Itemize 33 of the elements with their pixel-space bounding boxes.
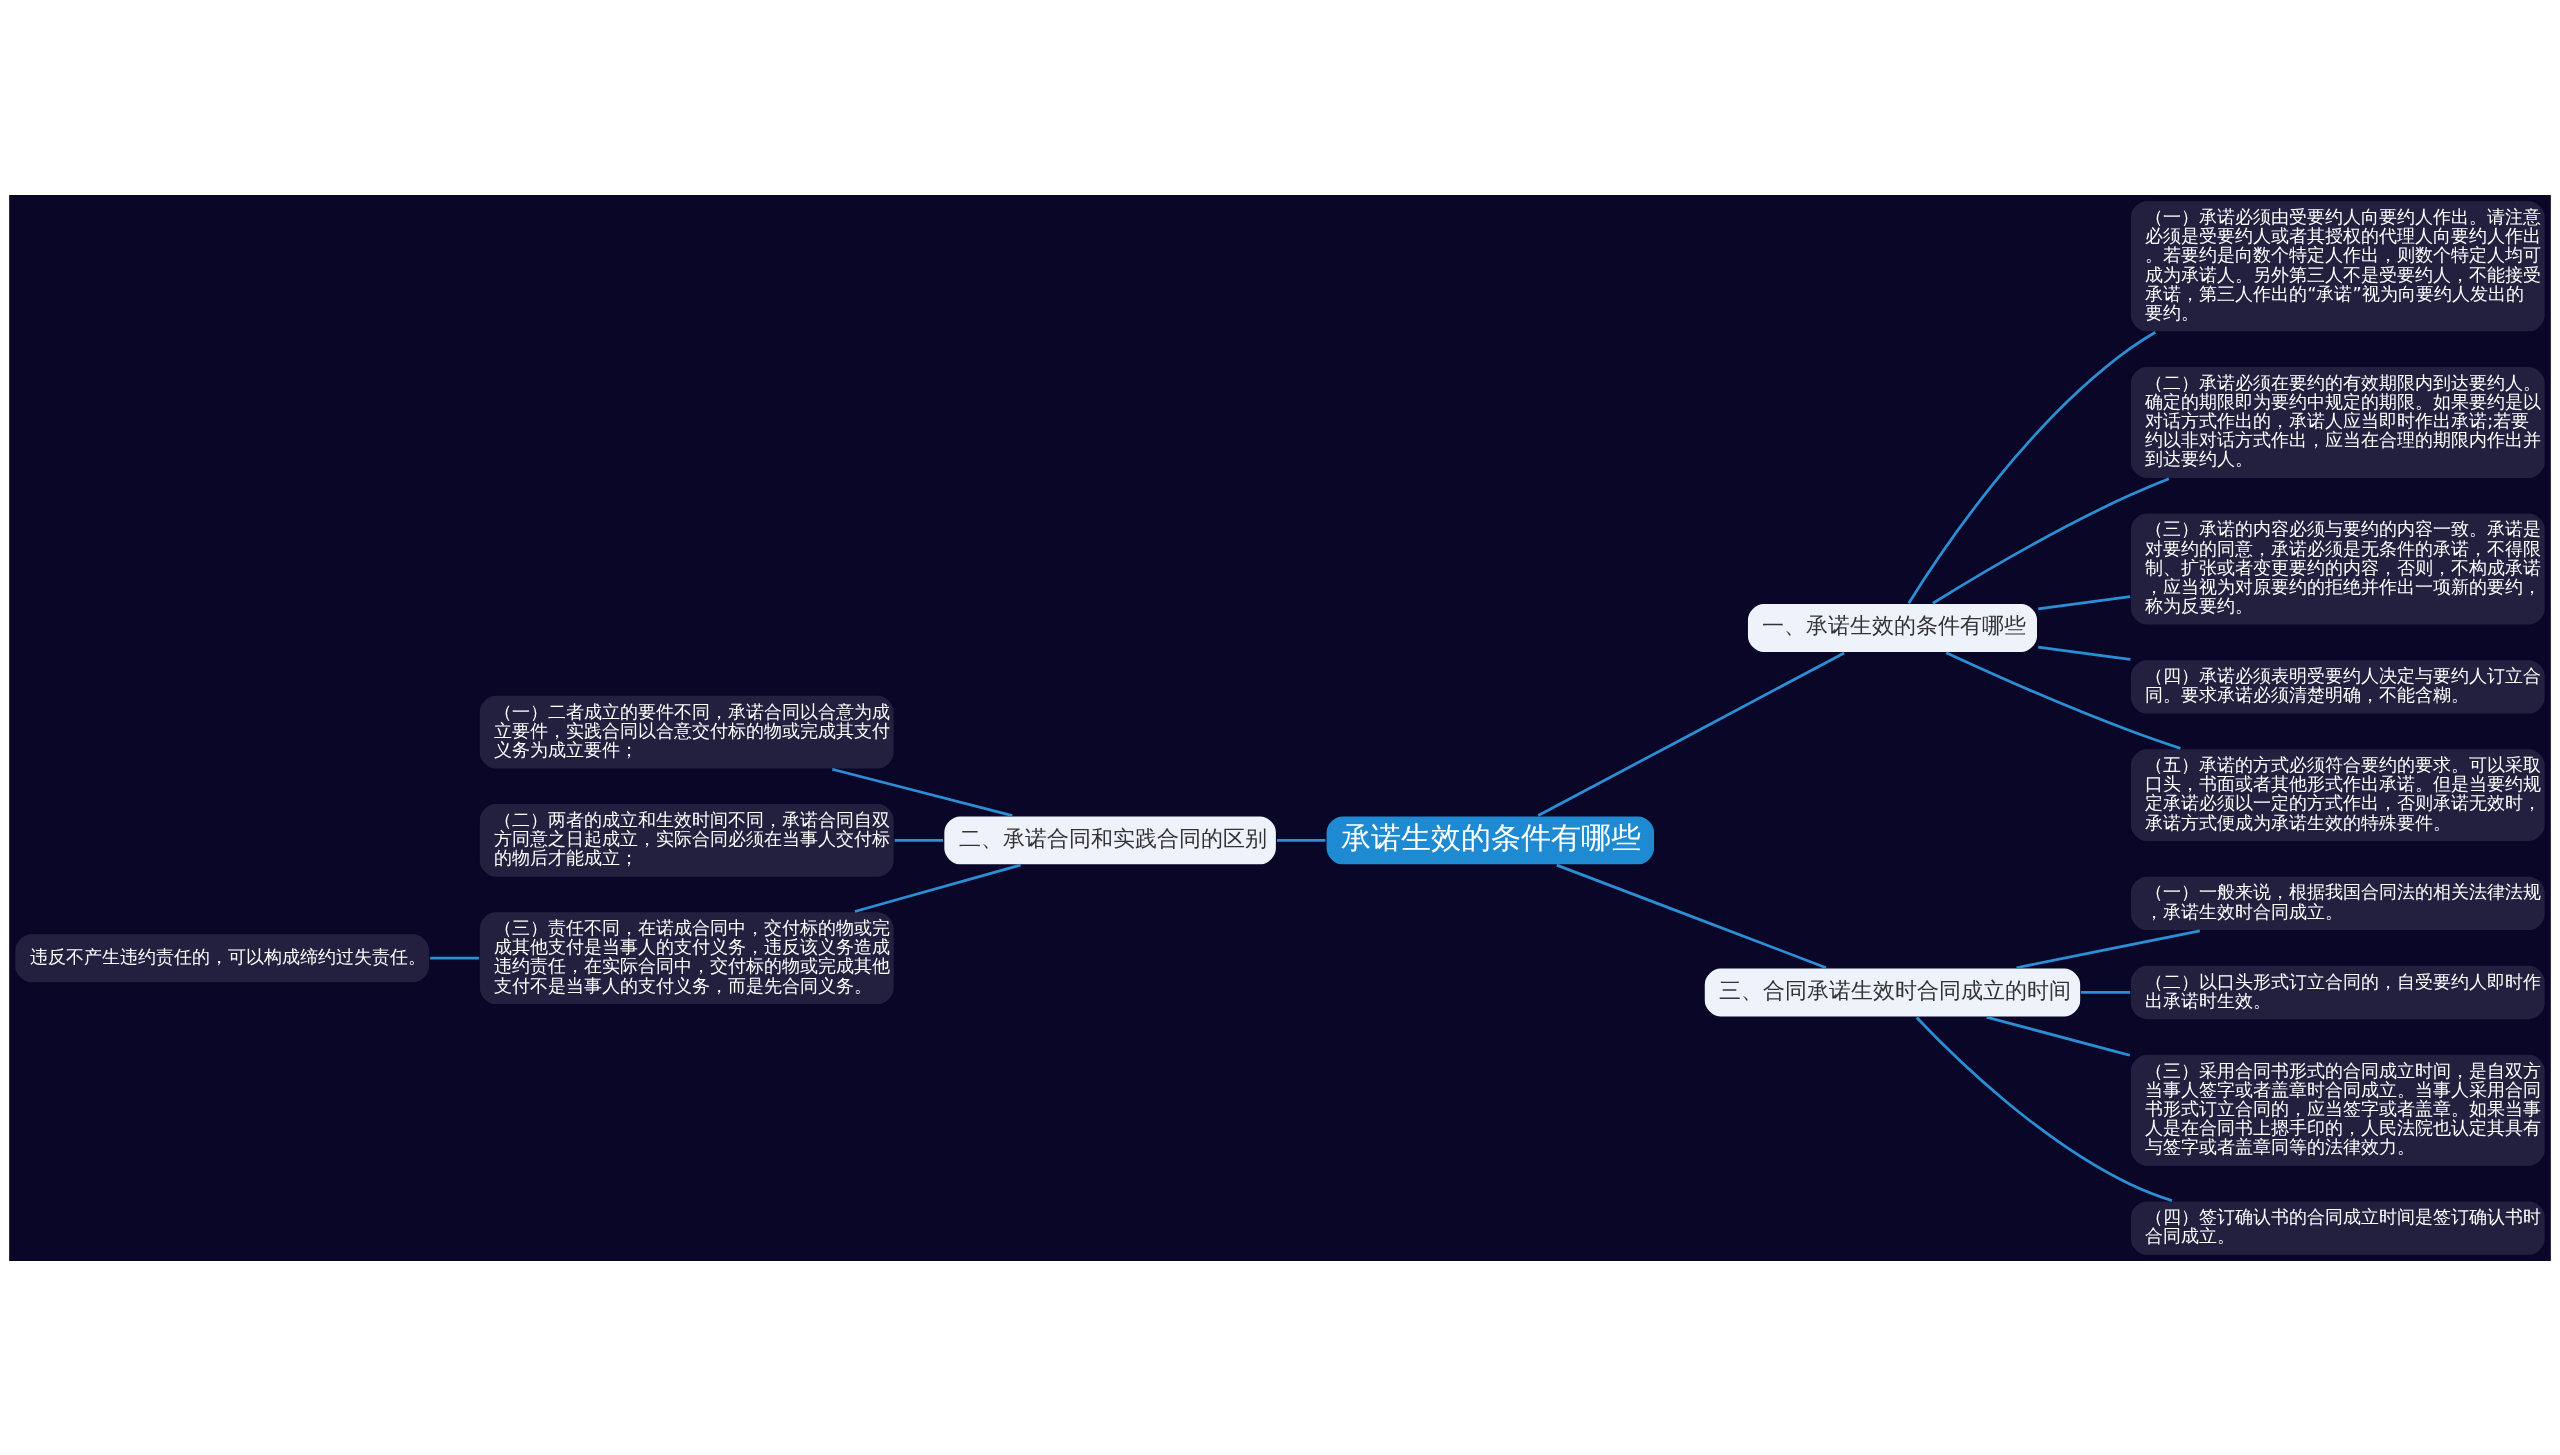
connector [1932, 476, 2170, 604]
node-box: 承诺生效的条件有哪些 [1325, 814, 1656, 866]
node-box: （二）以口头形式订立合同的，自受要约人即时作出承诺时生效。 [2129, 963, 2547, 1021]
connector [1277, 838, 1326, 842]
node-box: （五）承诺的方式必须符合要约的要求。可以采取口头，书面或者其他形式作出承诺。但是当要约规定承诺必须以一定的方式作出，否则承诺无效时，承诺方式便成为承诺生效的特殊要件。 [2129, 747, 2547, 842]
node-box: （四）承诺必须表明受要约人决定与要约人订立合同。要求承诺必须清楚明确，不能含糊。 [2129, 658, 2547, 715]
connector [1915, 1016, 2173, 1202]
node-box: （二）两者的成立和生效时间不同，承诺合同自双方同意之日起成立，实际合同必须在当事人交付标的物后才能成立； [478, 802, 895, 878]
connector [2037, 594, 2131, 610]
connector [854, 863, 1022, 913]
connector [894, 838, 944, 842]
node-box: （三）采用合同书形式的合同成立时间，是自双方当事人签字或者盖章时合同成立。当事人采用合同书形式订立合同的，应当签字或者盖章。如果当事人是在合同书上摁手印的，人民法院也认定其具有与签字或者盖章同等的法律效力。 [2129, 1052, 2547, 1167]
node-box: （三）承诺的内容必须与要约的内容一致。承诺是对要约的同意，承诺必须是无条件的承诺，不得限制、扩张或者变更要约的内容，否则，不构成承诺，应当视为对原要约的拒绝并作出一项新的要约，称为反要约。 [2129, 511, 2547, 626]
connector [1945, 650, 2181, 750]
connector [1537, 651, 1845, 817]
connector [430, 956, 479, 960]
connector [2080, 990, 2131, 994]
connector [2016, 929, 2201, 969]
connector [1556, 863, 1827, 969]
node-box: （一）二者成立的要件不同，承诺合同以合意为成立要件，实践合同以合意交付标的物或完成其支付义务为成立要件； [478, 693, 895, 770]
node-box: （二）承诺必须在要约的有效期限内到达要约人。确定的期限即为要约中规定的期限。如果要约是以对话方式作出的，承诺人应当即时作出承诺;若要约以非对话方式作出，应当在合理的期限内作出并到达要约人。 [2129, 365, 2547, 479]
node-box: （一）承诺必须由受要约人向要约人作出。请注意必须是受要约人或者其授权的代理人向要约人作出。若要约是向数个特定人作出，则数个特定人均可成为承诺人。另外第三人不是受要约人，不能接受承诺，第三人作出的“承诺”视为向要约人发出的要约。 [2129, 199, 2547, 333]
connector [1907, 330, 2157, 604]
node-box: （一）一般来说，根据我国合同法的相关法律法规，承诺生效时合同成立。 [2129, 874, 2547, 931]
connector [831, 767, 1013, 817]
node-box: （三）责任不同，在诺成合同中，交付标的物或完成其他支付是当事人的支付义务，违反该义务造成违约责任，在实际合同中，交付标的物或完成其他支付不是当事人的支付义务，而是先合同义务。 [478, 910, 895, 1005]
node-box: 违反不产生违约责任的，可以构成缔约过失责任。 [13, 932, 431, 984]
node-box: 二、承诺合同和实践合同的区别 [942, 814, 1278, 866]
connector [1986, 1015, 2131, 1057]
connector [2037, 645, 2131, 661]
node-box: （四）签订确认书的合同成立时间是签订确认书时合同成立。 [2129, 1199, 2547, 1256]
node-box: 一、承诺生效的条件有哪些 [1746, 602, 2039, 653]
node-box: 三、合同承诺生效时合同成立的时间 [1703, 966, 2082, 1018]
